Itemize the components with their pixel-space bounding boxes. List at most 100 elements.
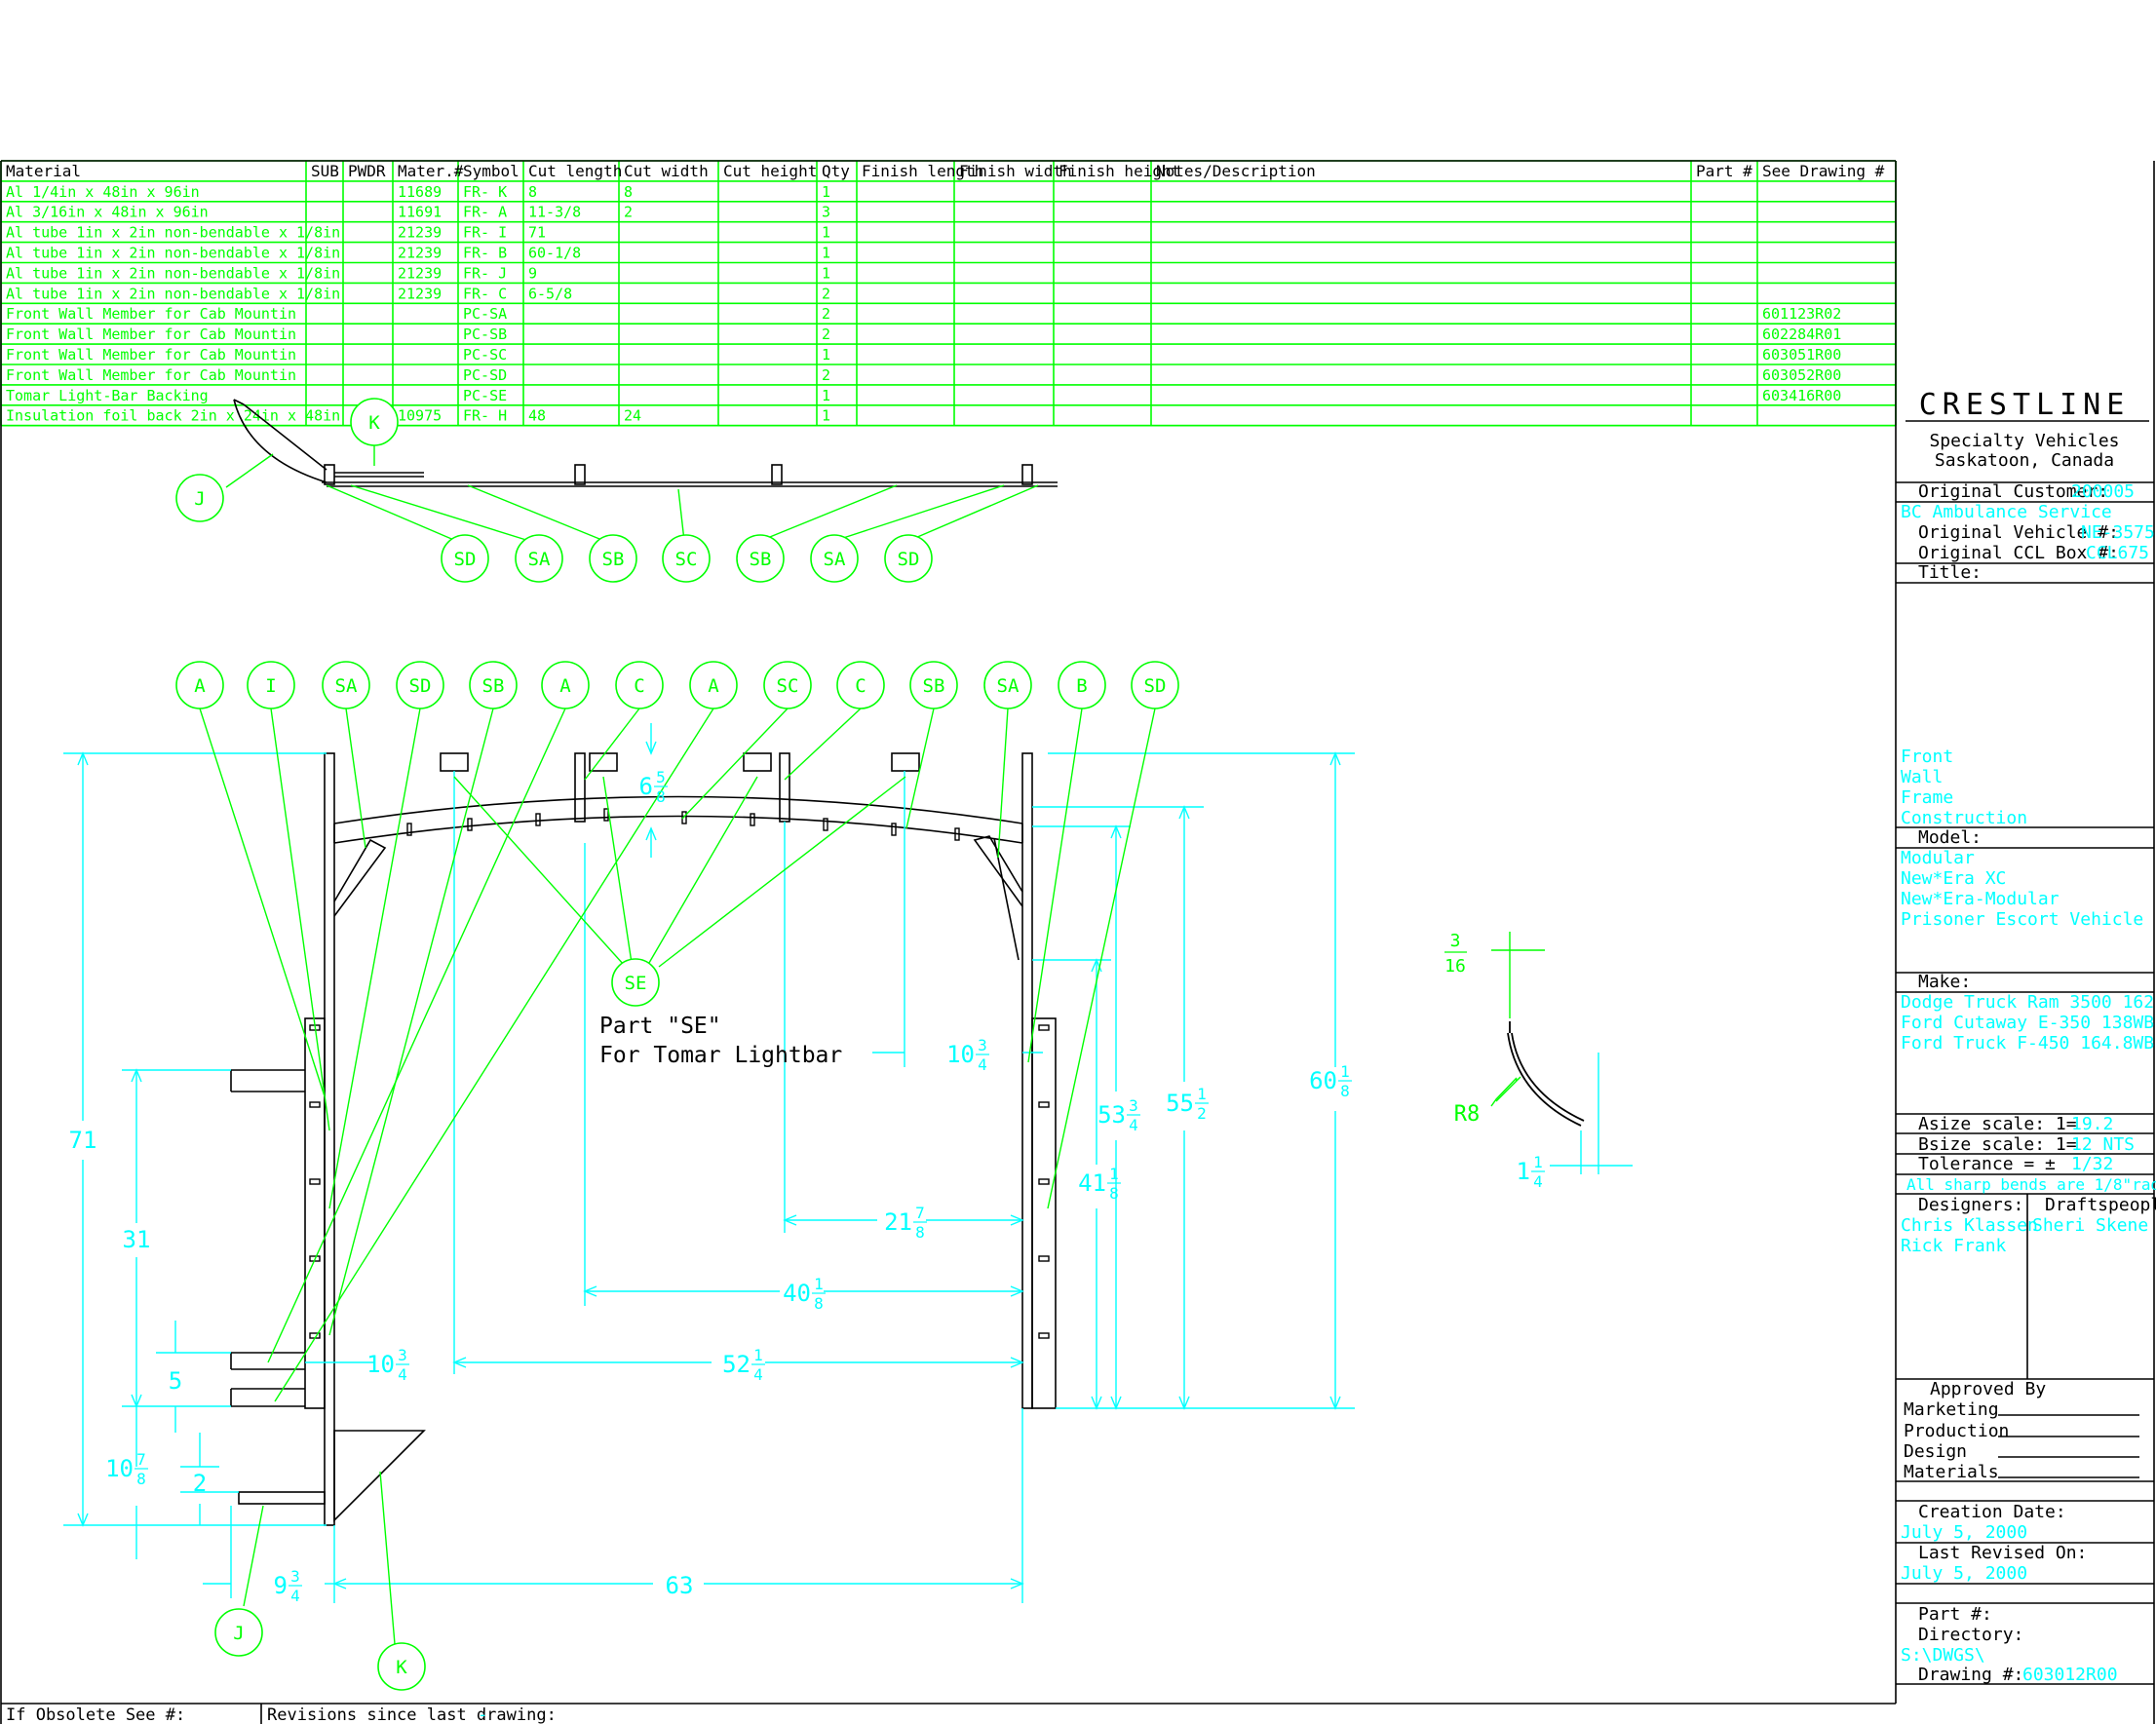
dimension-whole: 53: [1097, 1101, 1126, 1129]
bom-cell: 11691: [398, 204, 442, 221]
model-label: Model:: [1918, 827, 1982, 848]
leader-i: [270, 708, 330, 1131]
title-label: Title:: [1918, 562, 1982, 583]
tolerance-label: Tolerance = ±: [1918, 1154, 2056, 1174]
leader-r8: [1495, 1076, 1521, 1102]
bom-cell: 8: [624, 183, 633, 201]
balloon-circle: [175, 474, 224, 522]
part-balloon: A: [689, 661, 738, 709]
balloon-label: B: [1076, 675, 1087, 697]
part-balloon: SC: [662, 534, 711, 583]
bom-header-cell: Notes/Description: [1156, 162, 1316, 180]
part-balloon: SB: [589, 534, 637, 583]
part-balloon: SD: [884, 534, 933, 583]
bom-cell: 21239: [398, 224, 442, 242]
part-balloon: K: [350, 398, 399, 446]
bom-cell: 24: [624, 407, 641, 425]
bom-cell: 603416R00: [1762, 387, 1841, 404]
bom-cell: Insulation foil back 2in x 24in x 48in: [6, 407, 340, 425]
balloon-label: SB: [482, 675, 505, 697]
make-line-3: Ford Truck F-450 164.8WB 4x2: [1901, 1033, 2156, 1054]
bom-cell: 71: [528, 224, 546, 242]
draftspeople-label: Draftspeople:: [2045, 1195, 2156, 1215]
make-line-2: Ford Cutaway E-350 138WB: [1901, 1013, 2154, 1033]
bom-cell: 601123R02: [1762, 305, 1841, 323]
dimension-numerator: 1: [1533, 1153, 1543, 1171]
bom-cell: 603051R00: [1762, 346, 1841, 364]
bom-cell: 2: [624, 204, 633, 221]
bom-cell: FR- A: [463, 204, 507, 221]
top-view-gusset-2: [233, 399, 245, 405]
left-post-slot: [309, 1178, 321, 1185]
dimension-numerator: 1: [753, 1346, 763, 1364]
balloon-label: C: [855, 675, 866, 697]
dimension-numerator: 3: [1450, 931, 1461, 951]
part-balloon: SE: [611, 958, 660, 1007]
part-balloon: C: [615, 661, 664, 709]
dimension-numerator: 3: [290, 1567, 300, 1586]
revisions-label: Revisions since last drawing:: [267, 1705, 557, 1724]
bom-header-cell: Part #: [1696, 162, 1752, 180]
approval-materials: Materials: [1904, 1462, 1999, 1482]
balloon-label: SA: [528, 549, 551, 570]
right-side-tube: [1031, 1017, 1057, 1409]
dimension-numerator: 1: [1340, 1062, 1350, 1081]
draftsperson-1: Sheri Skene: [2032, 1215, 2148, 1236]
balloon-label: K: [396, 1657, 407, 1678]
make-label: Make:: [1918, 972, 1971, 992]
bom-cell: FR- K: [463, 183, 507, 201]
part-balloon: B: [1058, 661, 1106, 709]
title-block-text: CRESTLINE Specialty Vehicles Saskatoon, …: [1901, 388, 2156, 1685]
dimension-denominator: 4: [290, 1587, 300, 1605]
bom-cell: 6-5/8: [528, 285, 572, 302]
balloon-circle: [983, 661, 1032, 709]
left-post: [324, 752, 335, 1526]
title-line-1: Front: [1901, 747, 1953, 767]
balloon-circle: [611, 958, 660, 1007]
left-gusset: [333, 838, 387, 917]
bom-header-cell: Finish length: [862, 162, 983, 180]
balloon-circle: [515, 534, 563, 583]
drawing-number-label: Drawing #:: [1918, 1665, 2023, 1685]
part-balloon: SA: [810, 534, 859, 583]
designer-1: Chris Klassen: [1901, 1215, 2038, 1236]
customer-name: BC Ambulance Service: [1901, 502, 2112, 522]
roof-slot: [406, 823, 412, 836]
balloon-circle: [884, 534, 933, 583]
balloon-label: A: [194, 675, 206, 697]
directory-value: S:\DWGS\: [1901, 1645, 1985, 1666]
title-line-2: Wall: [1901, 767, 1943, 787]
dimension-denominator: 8: [1340, 1082, 1350, 1100]
bom-cell: 9: [528, 264, 537, 282]
dimension-whole: 10: [105, 1455, 134, 1482]
leader-se-3: [648, 776, 758, 964]
bom-cell: PC-SA: [463, 305, 507, 323]
leader-sd-2: [1047, 708, 1156, 1209]
bom-cell: Al tube 1in x 2in non-bendable x 1/8in: [6, 285, 340, 302]
part-balloon: SA: [515, 534, 563, 583]
bom-cell: 1: [822, 183, 830, 201]
front-view: [230, 752, 1057, 1526]
balloon-circle: [589, 534, 637, 583]
balloon-label: SA: [997, 675, 1020, 697]
bom-cell: Front Wall Member for Cab Mountin: [6, 346, 296, 364]
original-vehicle-value: NE-3575: [2081, 522, 2155, 543]
part-balloon: SC: [763, 661, 812, 709]
leader-sd-1: [328, 708, 421, 1209]
bom-cell: Front Wall Member for Cab Mountin: [6, 305, 296, 323]
leader-j-top: [225, 453, 274, 488]
bom-cell: 11-3/8: [528, 204, 581, 221]
leader-sb-1: [328, 708, 494, 1336]
bom-header-cell: Cut height: [723, 162, 817, 180]
dimension-lines: [63, 723, 1355, 1603]
note-lightbar: For Tomar Lightbar: [599, 1043, 842, 1068]
part-balloon: SD: [1131, 661, 1179, 709]
se-bracket-2: [589, 752, 618, 772]
bom-cell: PC-SB: [463, 326, 507, 343]
bsize-label: Bsize scale: 1=: [1918, 1134, 2077, 1155]
balloon-label: A: [559, 675, 571, 697]
make-line-1: Dodge Truck Ram 3500 162.7WB: [1901, 992, 2156, 1013]
